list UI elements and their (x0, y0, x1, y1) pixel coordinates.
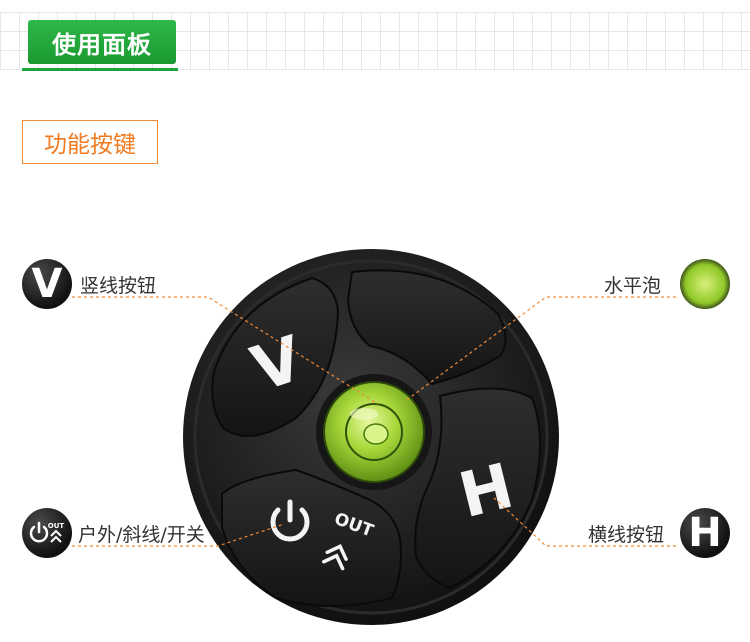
leader-bubble (403, 296, 676, 403)
callout-horizontal-button: 横线按钮 (588, 524, 665, 546)
bubble-level-icon (680, 259, 730, 309)
subsection-title: 功能按键 (22, 120, 158, 164)
power-key (221, 468, 402, 607)
callout-power-button: 户外/斜线/开关 (78, 524, 205, 546)
callout-bubble-level: 水平泡 (604, 275, 662, 297)
vertical-line-icon: V (22, 259, 72, 309)
power-out-icon: OUT (22, 508, 72, 558)
leader-horizontal (491, 495, 676, 547)
power-icon (270, 499, 310, 542)
callout-vertical-button: 竖线按钮 (80, 275, 157, 297)
double-chevron-icon (322, 544, 348, 571)
svg-text:OUT: OUT (48, 522, 65, 530)
h-key (414, 387, 541, 590)
horizontal-line-icon: H (680, 508, 730, 558)
v-key (211, 276, 340, 437)
leader-power (72, 523, 285, 547)
header-underline (22, 68, 178, 71)
section-header-tab: 使用面板 (28, 20, 176, 64)
